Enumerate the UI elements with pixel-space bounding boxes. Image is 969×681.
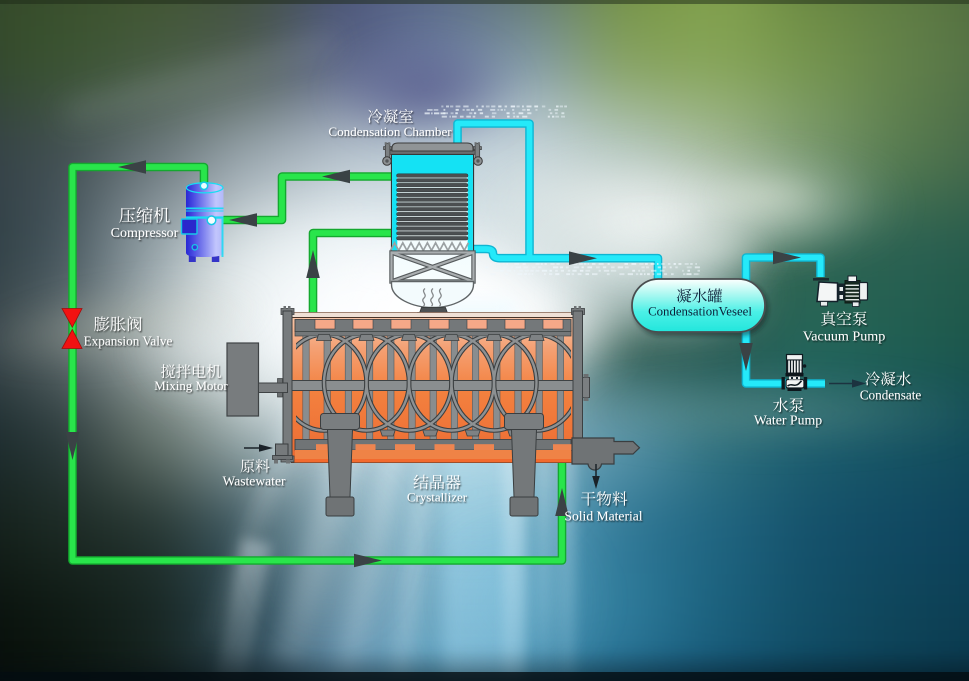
svg-text:Condensation Chamber: Condensation Chamber <box>328 124 452 139</box>
svg-text:Expansion Valve: Expansion Valve <box>84 334 173 349</box>
svg-text:Water Pump: Water Pump <box>754 413 822 428</box>
svg-text:Wastewater: Wastewater <box>222 474 286 489</box>
svg-text:Compressor: Compressor <box>111 226 179 241</box>
svg-text:Mixing Motor: Mixing Motor <box>154 379 228 393</box>
svg-text:CondensationVeseel: CondensationVeseel <box>648 305 752 319</box>
svg-text:Solid Material: Solid Material <box>564 509 642 524</box>
svg-text:Vacuum Pump: Vacuum Pump <box>803 329 886 345</box>
svg-text:Condensate: Condensate <box>860 388 922 403</box>
svg-text:Crystallizer: Crystallizer <box>407 491 468 505</box>
